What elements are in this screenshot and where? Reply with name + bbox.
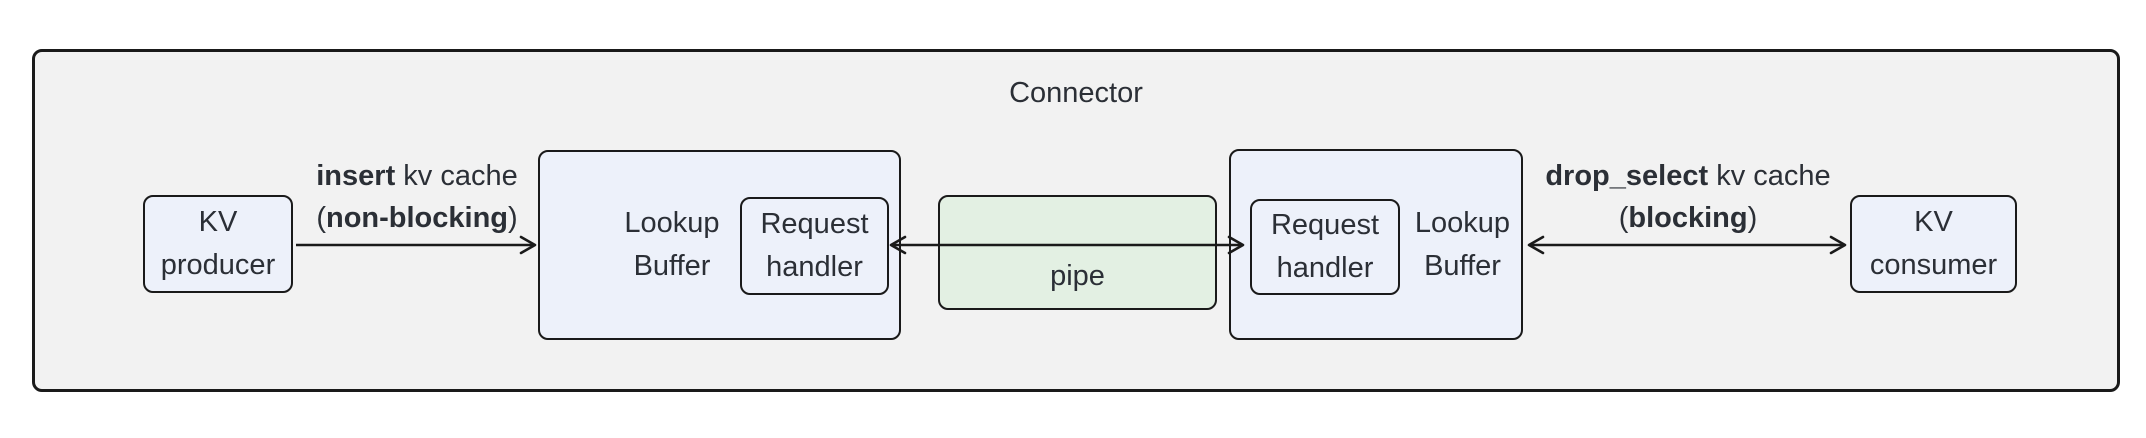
insert-edge-label-line1: insert kv cache — [285, 155, 549, 197]
insert-edge-label: insert kv cache (non-blocking) — [285, 155, 549, 239]
drop-select-verb: drop_select — [1545, 160, 1709, 192]
insert-verb: insert — [316, 160, 396, 192]
insert-paren-open: ( — [316, 202, 326, 234]
insert-mode: non-blocking — [325, 202, 509, 234]
insert-paren-close: ) — [508, 202, 518, 234]
kv-consumer-label-line2: consumer — [1869, 249, 1998, 281]
node-kv-consumer: KV consumer — [1850, 195, 2017, 293]
request-handler-right-label-line1: Request — [1270, 209, 1379, 241]
lookup-buffer-left-label-line1: Lookup — [624, 207, 720, 239]
lookup-buffer-right-label-line1: Lookup — [1414, 206, 1511, 239]
request-handler-left-label-line1: Request — [760, 208, 869, 240]
node-request-handler-left: Request handler — [740, 197, 889, 295]
connector-title: Connector — [1009, 77, 1143, 109]
node-lookup-buffer-left: Lookup Buffer Request handler — [538, 150, 901, 340]
pipe-label: pipe — [1050, 260, 1105, 292]
drop-select-edge-label-line2: (blocking) — [1538, 197, 1838, 239]
request-handler-right-label-line2: handler — [1276, 252, 1374, 284]
drop-select-edge-label-line1: drop_select kv cache — [1538, 155, 1838, 197]
kv-producer-label-line1: KV — [198, 206, 238, 238]
lookup-buffer-right-label-line2: Buffer — [1424, 249, 1501, 282]
insert-rest: kv cache — [395, 160, 518, 192]
node-lookup-buffer-right: Request handler Lookup Buffer — [1229, 149, 1523, 340]
drop-select-paren-open: ( — [1618, 202, 1629, 234]
kv-consumer-label-line1: KV — [1914, 206, 1953, 238]
node-kv-producer: KV producer — [143, 195, 293, 293]
drop-select-paren-close: ) — [1747, 202, 1758, 234]
request-handler-left-label-line2: handler — [766, 251, 863, 283]
drop-select-mode: blocking — [1628, 202, 1748, 234]
node-pipe: pipe — [938, 195, 1217, 310]
insert-edge-label-line2: (non-blocking) — [285, 197, 549, 239]
node-request-handler-right: Request handler — [1250, 199, 1400, 295]
drop-select-rest: kv cache — [1708, 160, 1831, 192]
lookup-buffer-right-label: Lookup Buffer — [1400, 151, 1525, 338]
kv-producer-label-line2: producer — [160, 249, 276, 281]
lookup-buffer-left-label-line2: Buffer — [633, 250, 711, 282]
drop-select-edge-label: drop_select kv cache (blocking) — [1538, 155, 1838, 239]
lookup-buffer-left-label: Lookup Buffer — [602, 152, 742, 338]
